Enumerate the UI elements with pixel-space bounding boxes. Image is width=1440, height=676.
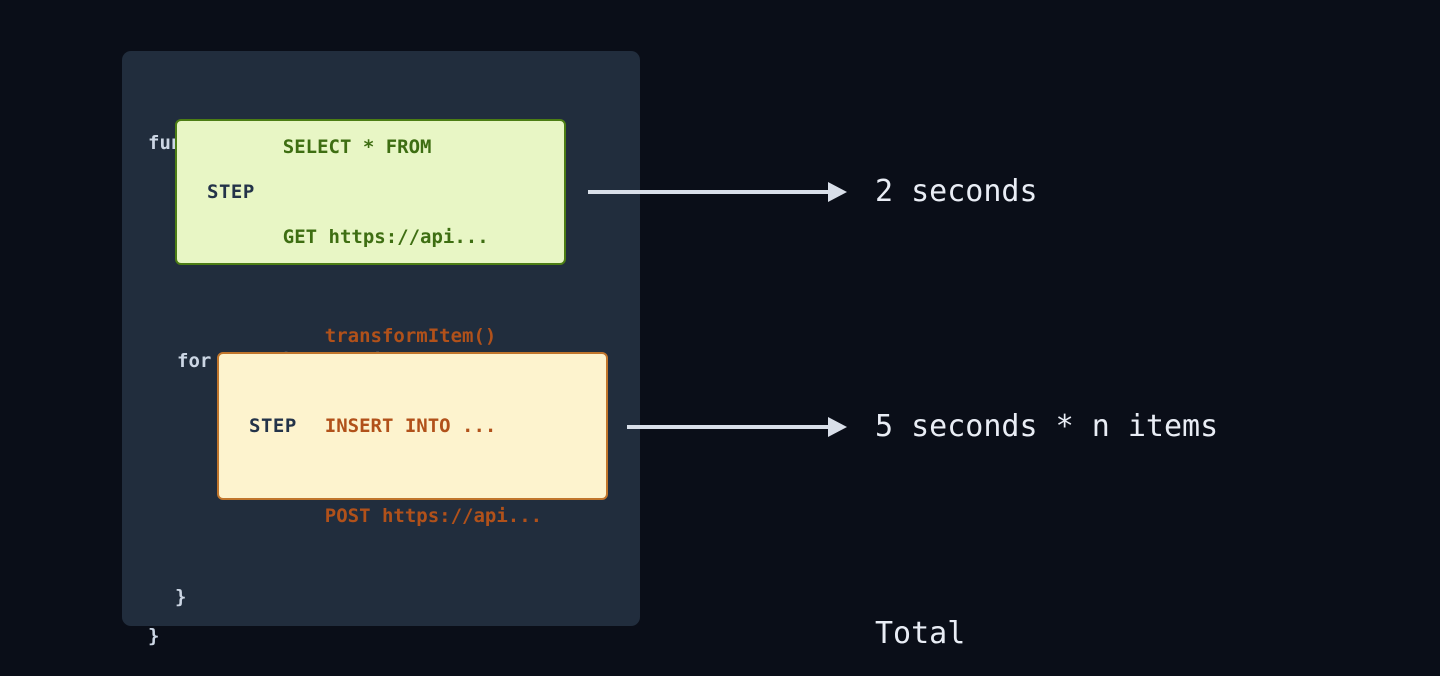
step-code-line: INSERT INTO ... (324, 415, 497, 437)
arrow-shaft (627, 425, 828, 429)
step-code-line: transformItem() (324, 325, 497, 347)
step-code-line: SELECT * FROM (282, 136, 432, 158)
step-label: STEP (249, 415, 297, 437)
arrow-head (828, 417, 847, 437)
step-label: STEP (207, 181, 255, 203)
step-code-lines: transformItem() INSERT INTO ... POST htt… (325, 261, 542, 591)
annotation-total: Total 100 items = 502 seconds (875, 529, 1290, 676)
arrow-right-icon (627, 415, 847, 439)
arrow-head (828, 182, 847, 202)
annotation-step1-time: 2 seconds (875, 174, 1038, 209)
step-code-line: GET https://api... (282, 226, 489, 248)
code-panel: function () { STEP SELECT * FROM GET htt… (122, 51, 640, 647)
arrow-shaft (588, 190, 828, 194)
code-line-function-close: } (148, 625, 160, 647)
total-label: Total (875, 616, 966, 651)
arrow-right-icon (588, 180, 847, 204)
step-code-lines: SELECT * FROM GET https://api... (283, 72, 489, 312)
annotation-step2-time: 5 seconds * n items (875, 409, 1219, 444)
step-code-line: POST https://api... (324, 505, 543, 527)
step-box-transform-load: STEP transformItem() INSERT INTO ... POS… (217, 325, 608, 527)
step-box-extract: STEP SELECT * FROM GET https://api... (175, 119, 566, 265)
code-line-for-close: } (175, 586, 187, 608)
